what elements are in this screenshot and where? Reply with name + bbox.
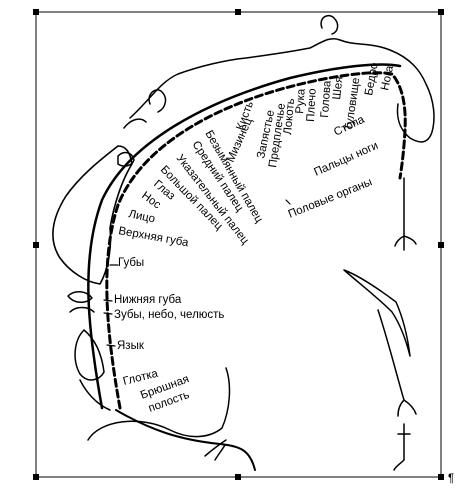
label-sheya: Шея bbox=[331, 76, 345, 100]
label-nizhnyaya-guba: Нижняя губа bbox=[114, 294, 182, 306]
cortex-outline bbox=[87, 63, 402, 410]
resize-handle-top-center[interactable] bbox=[235, 9, 241, 15]
label-paltsy-nogi: Пальцы ноги bbox=[312, 140, 380, 179]
leader-lines bbox=[103, 199, 291, 347]
eye-shape bbox=[117, 151, 135, 167]
hand-silhouette bbox=[123, 89, 167, 129]
lower-contour bbox=[87, 367, 231, 441]
label-noga: Нога bbox=[379, 64, 396, 92]
label-bedro: Бедро bbox=[363, 62, 381, 97]
label-yazyk: Язык bbox=[117, 340, 145, 352]
tongue-shape bbox=[74, 329, 105, 381]
label-polovye-organy: Половые органы bbox=[287, 176, 374, 221]
label-zuby: Зубы, небо, челюсть bbox=[114, 309, 224, 321]
label-litso: Лицо bbox=[127, 208, 156, 225]
labels: Нога Бедро Туловище Шея Голова Плечо Рук… bbox=[114, 62, 396, 415]
resize-handle-bottom-right[interactable] bbox=[438, 474, 444, 480]
resize-handle-top-left[interactable] bbox=[33, 9, 39, 15]
spinal-section-3 bbox=[377, 309, 417, 417]
head-silhouette bbox=[320, 14, 339, 35]
body-silhouette bbox=[129, 37, 435, 143]
label-lokot: Локоть bbox=[282, 98, 297, 135]
throat-shape bbox=[79, 379, 111, 411]
resize-handle-bottom-center[interactable] bbox=[235, 474, 241, 480]
resize-handle-bottom-left[interactable] bbox=[33, 474, 39, 480]
lip-shape bbox=[67, 291, 95, 313]
label-guby: Губы bbox=[118, 257, 144, 269]
resize-handle-middle-left[interactable] bbox=[33, 242, 39, 248]
label-ruka: Рука bbox=[294, 88, 308, 114]
label-plecho: Плечо bbox=[305, 88, 319, 122]
pilcrow-mark: ¶ bbox=[448, 473, 454, 485]
spinal-section-2 bbox=[343, 269, 411, 357]
spinal-section-4 bbox=[393, 423, 411, 471]
brainstem-outline bbox=[115, 409, 256, 471]
resize-handle-middle-right[interactable] bbox=[438, 242, 444, 248]
spinal-section-1 bbox=[394, 177, 417, 251]
resize-handle-top-right[interactable] bbox=[438, 9, 444, 15]
label-golova: Голова bbox=[319, 80, 334, 119]
lower-contour-2 bbox=[204, 439, 227, 461]
label-verkhnyaya-guba: Верхняя губа bbox=[117, 225, 189, 249]
